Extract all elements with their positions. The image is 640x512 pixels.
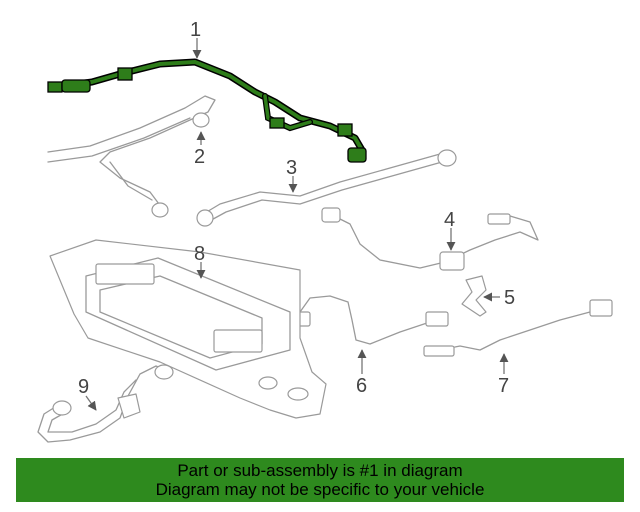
callout-8[interactable]: 8 bbox=[194, 243, 205, 265]
part-5-bracket[interactable] bbox=[461, 275, 487, 317]
part-4-sensor[interactable] bbox=[321, 207, 539, 271]
callout-7[interactable]: 7 bbox=[498, 375, 509, 397]
disclaimer-banner: Part or sub-assembly is #1 in diagram Di… bbox=[16, 458, 624, 502]
footer-line-2: Diagram may not be specific to your vehi… bbox=[155, 480, 485, 499]
part-1-harness[interactable] bbox=[47, 58, 367, 163]
callout-9[interactable]: 9 bbox=[78, 376, 89, 398]
callout-3[interactable]: 3 bbox=[286, 157, 297, 179]
part-7-sensor[interactable] bbox=[423, 299, 613, 357]
callout-5[interactable]: 5 bbox=[504, 287, 515, 309]
footer-line-1: Part or sub-assembly is #1 in diagram bbox=[177, 461, 463, 480]
part-8-canister[interactable] bbox=[49, 239, 327, 419]
parts-diagram: 1 2 3 4 5 6 7 8 9 bbox=[37, 19, 613, 443]
part-6-sensor[interactable] bbox=[295, 295, 449, 345]
part-9-hose[interactable] bbox=[37, 364, 174, 443]
callout-1[interactable]: 1 bbox=[190, 19, 201, 41]
callout-leaders bbox=[85, 38, 509, 411]
callout-4[interactable]: 4 bbox=[444, 209, 455, 231]
callout-6[interactable]: 6 bbox=[356, 375, 367, 397]
part-2-pipe[interactable] bbox=[47, 95, 216, 218]
callout-2[interactable]: 2 bbox=[194, 146, 205, 168]
part-3-pipe[interactable] bbox=[196, 149, 457, 227]
